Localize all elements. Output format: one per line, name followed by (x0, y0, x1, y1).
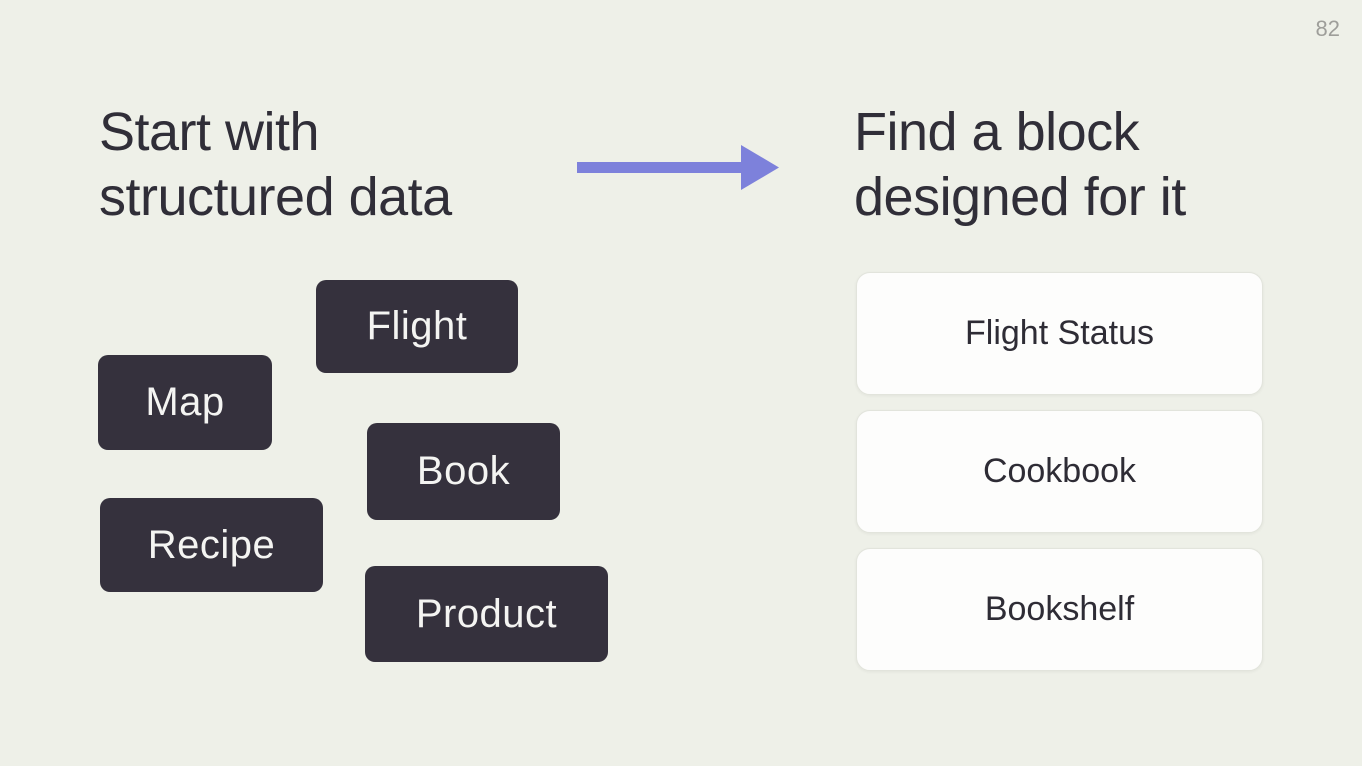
right-heading-line2: designed for it (854, 167, 1186, 227)
chip-recipe: Recipe (100, 498, 323, 592)
right-arrow-head (741, 145, 779, 190)
card-bookshelf-label: Bookshelf (984, 590, 1135, 628)
chip-recipe-label: Recipe (147, 522, 276, 567)
chip-map: Map (98, 355, 272, 450)
chip-flight: Flight (316, 280, 518, 373)
card-flight-status: Flight Status (856, 272, 1263, 395)
chip-flight-label: Flight (366, 304, 468, 348)
right-arrow-shaft (577, 162, 745, 173)
card-bookshelf: Bookshelf (856, 548, 1263, 671)
card-flight-status-label: Flight Status (965, 314, 1154, 352)
chip-book: Book (367, 423, 560, 520)
left-heading-line1: Start with (99, 102, 320, 162)
right-arrow-icon (577, 145, 779, 190)
right-heading: Find a block designed for it (854, 100, 1186, 230)
chip-product-label: Product (415, 591, 558, 636)
chip-product: Product (365, 566, 608, 662)
card-list: Flight Status Cookbook Bookshelf (856, 272, 1263, 671)
chip-book-label: Book (416, 449, 511, 493)
left-heading-line2: structured data (99, 167, 452, 227)
card-cookbook: Cookbook (856, 410, 1263, 533)
chip-map-label: Map (145, 380, 225, 424)
card-cookbook-label: Cookbook (982, 452, 1137, 490)
left-heading: Start with structured data (99, 100, 452, 230)
right-heading-line1: Find a block (854, 102, 1140, 162)
page-number: 82 (1315, 16, 1340, 41)
